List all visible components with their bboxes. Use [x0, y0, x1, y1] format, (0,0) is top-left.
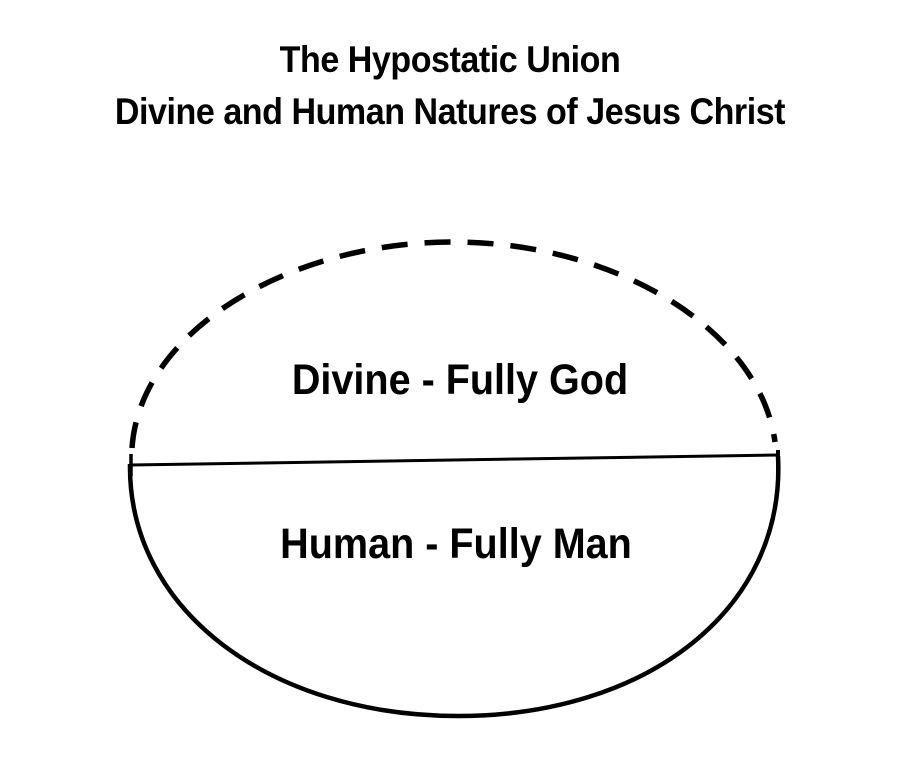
- diagram-title: The Hypostatic Union Divine and Human Na…: [0, 34, 900, 138]
- divine-nature-dashed-arc: [129, 239, 778, 449]
- nature-divider-line: [129, 453, 779, 467]
- human-nature-solid-arc: [127, 455, 781, 719]
- human-nature-label: Human - Fully Man: [280, 520, 632, 568]
- title-line-2: Divine and Human Natures of Jesus Christ: [114, 91, 786, 132]
- divine-nature-label: Divine - Fully God: [291, 356, 629, 404]
- title-line-1: The Hypostatic Union: [279, 39, 621, 80]
